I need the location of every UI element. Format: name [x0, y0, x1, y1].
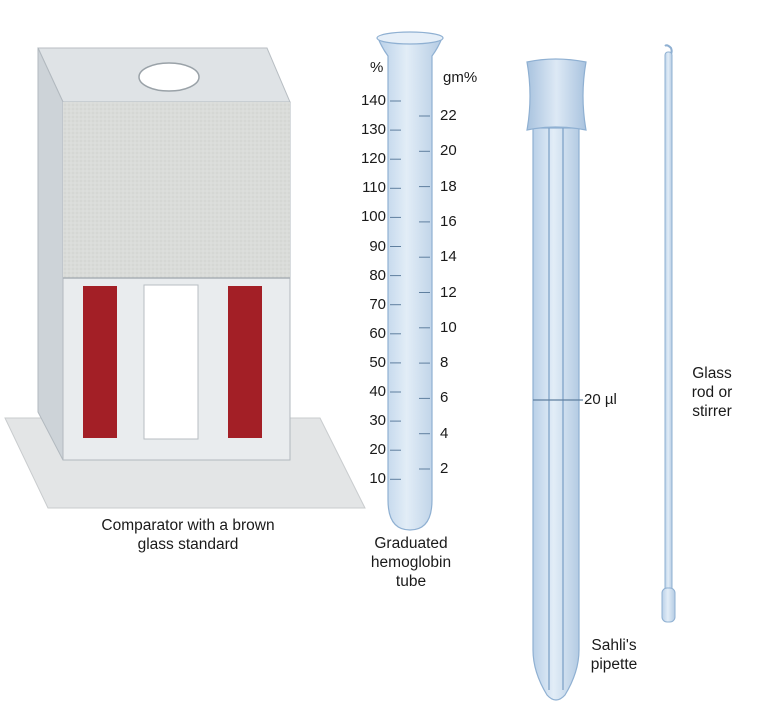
gm-tick-label: 14: [440, 248, 457, 266]
percent-tick-label: 90: [369, 237, 386, 255]
gm-tick-label: 22: [440, 107, 457, 124]
pipette-body: [532, 127, 580, 701]
percent-tick-label: 40: [369, 383, 386, 400]
graduated-hemoglobin-tube: [376, 31, 444, 531]
gm-tick-label: 20: [440, 142, 457, 160]
gm-tick-label: 16: [440, 212, 457, 230]
gm-tick-label: 6: [440, 389, 449, 407]
sample-window: [143, 284, 199, 440]
tube-label: Graduated hemoglobin tube: [370, 535, 452, 590]
pipette-20ul-label: 20 µl: [584, 391, 617, 408]
rod-label: Glass rod or stirrer: [691, 365, 733, 420]
gm-tick-label: 4: [440, 424, 449, 442]
percent-tick-label: 60: [369, 324, 386, 342]
percent-tick-label: 140: [360, 92, 386, 109]
glass-rod: [661, 44, 676, 623]
tube-rim: [376, 31, 444, 45]
percent-tick-label: 20: [369, 441, 386, 459]
brown-glass-standard-right: [228, 286, 262, 438]
percent-tick-label: 120: [360, 150, 386, 168]
gm-tick-label: 18: [440, 177, 457, 195]
brown-glass-standard-left: [83, 286, 117, 438]
frosted-glass-panel: [63, 102, 290, 278]
percent-tick-label: 30: [369, 412, 386, 430]
comparator-left-side: [37, 47, 64, 461]
gm-tick-label: 8: [440, 354, 449, 372]
percent-tick-label: 80: [369, 266, 386, 284]
pipette-label: Sahli's pipette: [590, 637, 638, 673]
gm-tick-label: 10: [440, 318, 457, 336]
percent-tick-label: 130: [360, 121, 386, 139]
comparator: [4, 47, 366, 509]
percent-tick-label: 70: [369, 295, 386, 313]
percent-tick-label: 110: [362, 179, 386, 197]
percent-tick-label: 100: [360, 208, 386, 226]
gm-tick-label: 2: [440, 460, 449, 477]
rod-tip: [661, 587, 676, 623]
gm-unit-label: gm%: [443, 69, 478, 86]
percent-unit-label: %: [370, 59, 384, 76]
pipette-rubber-cap: [526, 58, 587, 131]
rod-shaft: [664, 51, 673, 593]
comparator-label: Comparator with a brown glass standard: [101, 517, 275, 553]
tube-body: [377, 37, 443, 531]
percent-tick-label: 50: [369, 353, 386, 371]
comparator-viewing-hole: [138, 62, 200, 92]
gm-tick-label: 12: [440, 283, 457, 301]
percent-tick-label: 10: [369, 470, 386, 488]
sahli-pipette: [526, 58, 587, 701]
